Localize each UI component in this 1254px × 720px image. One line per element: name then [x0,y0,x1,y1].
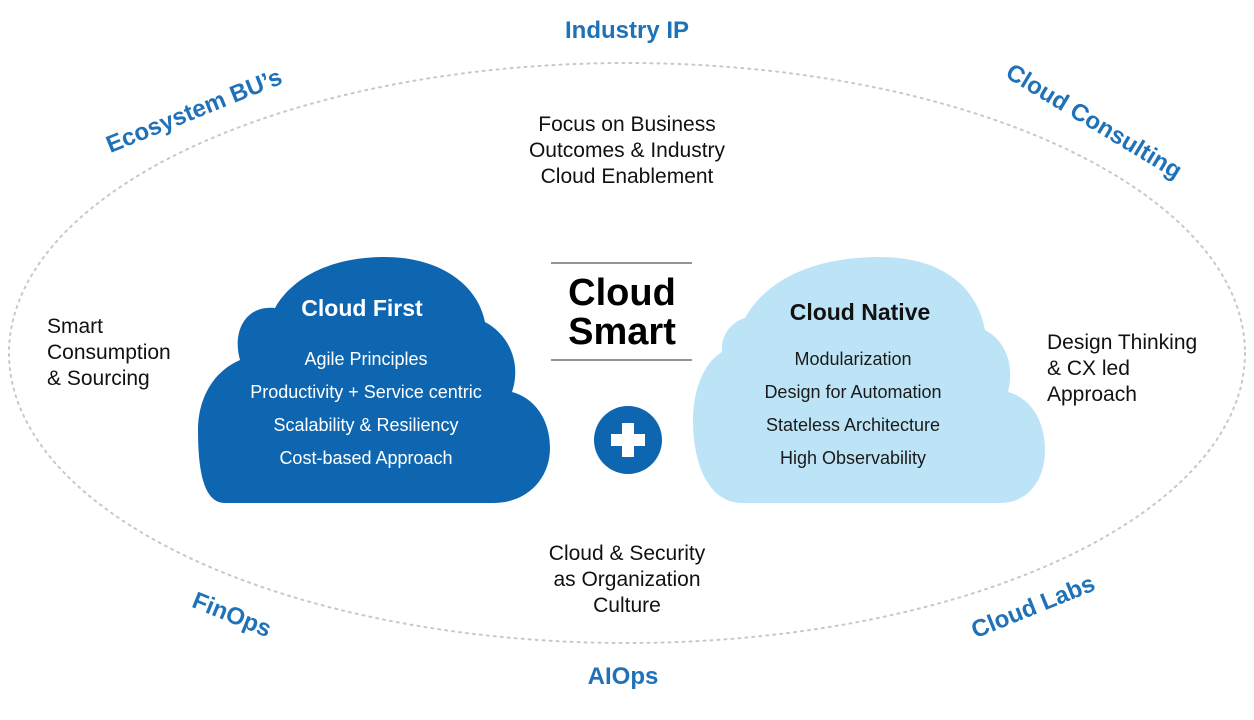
smart-consumption-line: Consumption [47,341,171,364]
design-thinking-line: Design Thinking [1047,331,1197,354]
cloud-first-item: Cost-based Approach [279,448,452,468]
cloud-native-item: Stateless Architecture [766,415,940,435]
label-cloud-labs: Cloud Labs [968,570,1099,644]
security-culture-line: Culture [593,594,661,617]
label-industry-ip: Industry IP [565,17,689,44]
security-culture-text: Cloud & Security as Organization Culture [549,542,706,617]
focus-text-line: Outcomes & Industry [529,139,726,162]
cloud-smart-title: Cloud Smart [551,262,692,361]
cloud-first-item: Agile Principles [304,349,427,369]
cloud-smart-line: Cloud [568,272,676,314]
focus-text: Focus on Business Outcomes & Industry Cl… [529,113,726,188]
focus-text-line: Focus on Business [538,113,715,136]
label-ecosystem-bus: Ecosystem BU’s [102,63,286,158]
design-thinking-line: Approach [1047,383,1137,406]
cloud-native: Cloud Native Modularization Design for A… [693,257,1045,503]
focus-text-line: Cloud Enablement [541,165,714,188]
smart-consumption-text: Smart Consumption & Sourcing [47,315,171,390]
cloud-first-shape [198,257,550,503]
security-culture-line: Cloud & Security [549,542,706,565]
cloud-first-title: Cloud First [301,295,423,321]
smart-consumption-line: Smart [47,315,103,338]
cloud-first-item: Scalability & Resiliency [273,415,458,435]
security-culture-line: as Organization [553,568,700,591]
label-aiops: AIOps [588,663,659,690]
cloud-native-item: High Observability [780,448,926,468]
label-cloud-consulting: Cloud Consulting [1001,59,1186,185]
cloud-first: Cloud First Agile Principles Productivit… [198,257,550,503]
outer-ellipse [8,62,1246,644]
plus-icon [594,406,662,474]
smart-consumption-line: & Sourcing [47,367,150,390]
cloud-native-title: Cloud Native [790,299,931,325]
label-finops: FinOps [188,587,275,643]
design-thinking-text: Design Thinking & CX led Approach [1047,331,1197,406]
cloud-native-shape [693,257,1045,503]
cloud-smart-line: Smart [568,311,676,353]
cloud-first-item: Productivity + Service centric [250,382,482,402]
cloud-native-item: Modularization [794,349,911,369]
cloud-native-item: Design for Automation [764,382,941,402]
design-thinking-line: & CX led [1047,357,1130,380]
